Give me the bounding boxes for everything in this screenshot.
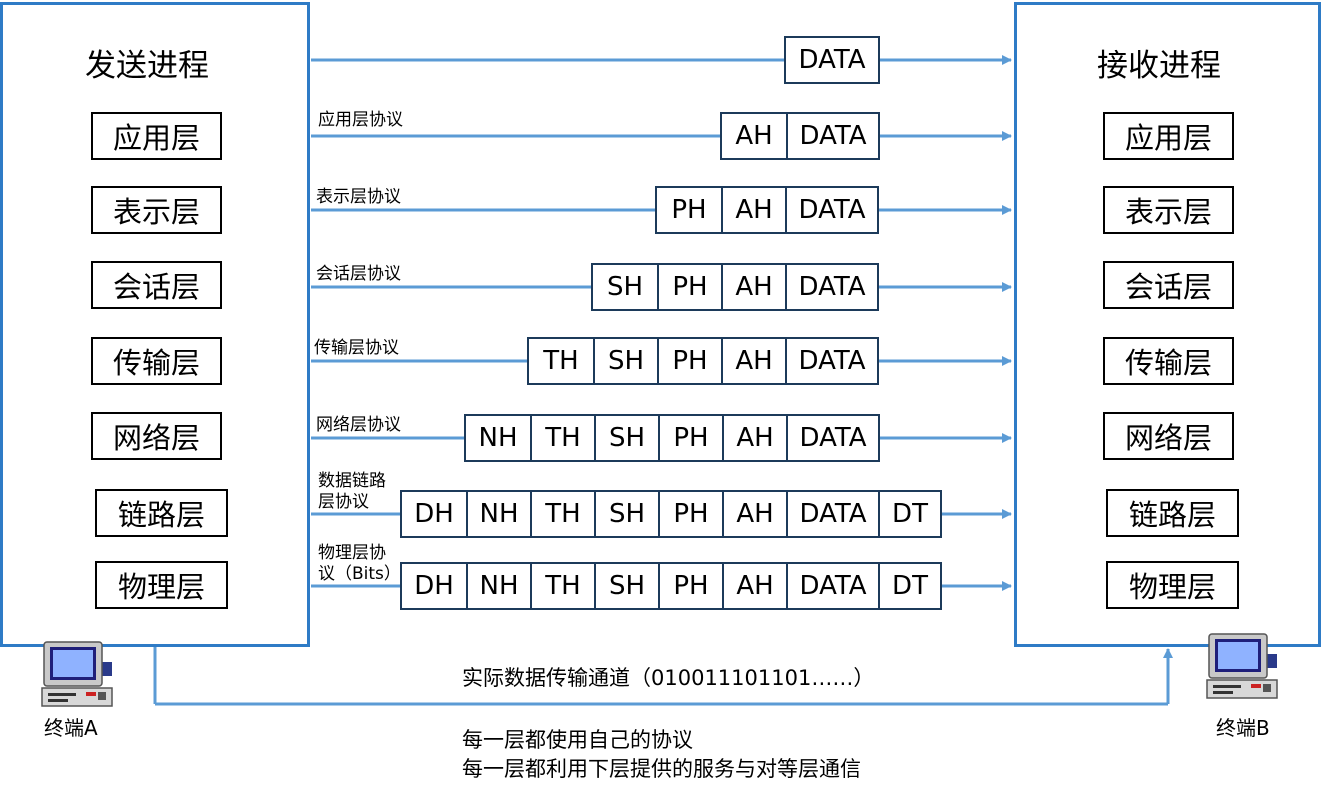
packet-cell-sh: SH	[594, 564, 658, 608]
packet-cell-ah: AH	[735, 121, 773, 151]
sender-layer-link: 链路层	[95, 489, 228, 537]
receiver-layer-physical: 物理层	[1106, 561, 1239, 609]
note-own-protocol: 每一层都使用自己的协议	[462, 728, 693, 752]
sender-layer-session: 会话层	[91, 261, 222, 309]
receiver-layer-application: 应用层	[1103, 112, 1234, 160]
terminal-b-label: 终端B	[1216, 716, 1270, 740]
packet-cell-data: DATA	[785, 188, 877, 232]
receiver-process-panel	[1014, 2, 1321, 647]
packet-cell-ah: AH	[721, 265, 785, 309]
packet-cell-th: TH	[530, 416, 594, 460]
packet-cell-ph: PH	[657, 265, 721, 309]
receiver-layer-link: 链路层	[1106, 489, 1239, 537]
channel-label: 实际数据传输通道（010011101101……）	[462, 666, 875, 690]
packet-cell-dh: DH	[414, 571, 454, 601]
packet-cell-sh: SH	[594, 492, 658, 536]
packet-cell-nh: NH	[478, 423, 518, 453]
packet-cell-ah: AH	[722, 492, 786, 536]
computer-icon	[41, 641, 113, 707]
packet-cell-data: DATA	[786, 416, 878, 460]
packet-cell-data: DATA	[785, 265, 877, 309]
packet-cell-data: DATA	[786, 564, 878, 608]
sender-layer-network: 网络层	[91, 412, 222, 460]
packet-cell-sh: SH	[606, 272, 644, 302]
packet-cell-nh: NH	[466, 492, 530, 536]
protocol-label-session: 会话层协议	[316, 264, 401, 284]
packet-cell-data: DATA	[786, 492, 878, 536]
packet-cell-ph: PH	[671, 195, 707, 225]
receiver-layer-presentation: 表示层	[1103, 186, 1234, 234]
packet-cell-ah: AH	[722, 564, 786, 608]
protocol-label-data-link: 数据链路 层协议	[318, 471, 386, 512]
packet-cell-ph: PH	[658, 564, 722, 608]
receiver-layer-transport: 传输层	[1103, 337, 1234, 385]
terminal-a-label: 终端A	[44, 716, 98, 740]
receiver-process-title: 接收进程	[1097, 48, 1221, 84]
sender-layer-application: 应用层	[91, 112, 222, 160]
protocol-label-network: 网络层协议	[316, 415, 401, 435]
packet-cell-data: DATA	[798, 45, 866, 75]
packet-cell-ph: PH	[658, 416, 722, 460]
packet-cell-ph: PH	[657, 339, 721, 383]
packet-cell-sh: SH	[593, 339, 657, 383]
sender-layer-presentation: 表示层	[91, 186, 222, 234]
note-peer-communication: 每一层都利用下层提供的服务与对等层通信	[462, 757, 861, 781]
packet-row-process: DATA	[784, 36, 880, 84]
packet-cell-ah: AH	[722, 416, 786, 460]
packet-cell-dh: DH	[414, 499, 454, 529]
packet-cell-ah: AH	[721, 339, 785, 383]
receiver-layer-network: 网络层	[1103, 412, 1234, 460]
packet-cell-data: DATA	[785, 339, 877, 383]
protocol-label-transport: 传输层协议	[314, 338, 399, 358]
packet-cell-sh: SH	[594, 416, 658, 460]
sender-layer-physical: 物理层	[95, 561, 228, 609]
sender-process-panel	[0, 2, 310, 647]
packet-cell-data: DATA	[786, 114, 878, 158]
sender-layer-transport: 传输层	[91, 337, 222, 385]
packet-cell-th: TH	[543, 346, 579, 376]
packet-row-application: AH DATA	[720, 112, 880, 160]
protocol-label-physical: 物理层协 议（Bits）	[318, 543, 401, 584]
packet-cell-ah: AH	[721, 188, 785, 232]
packet-cell-th: TH	[530, 564, 594, 608]
protocol-label-application: 应用层协议	[318, 110, 403, 130]
packet-cell-th: TH	[530, 492, 594, 536]
packet-cell-ph: PH	[658, 492, 722, 536]
packet-cell-nh: NH	[466, 564, 530, 608]
receiver-layer-session: 会话层	[1103, 261, 1234, 309]
sender-process-title: 发送进程	[85, 48, 209, 84]
computer-icon	[1206, 633, 1278, 699]
packet-cell-dt: DT	[878, 564, 940, 608]
packet-cell-dt: DT	[878, 492, 940, 536]
protocol-label-presentation: 表示层协议	[316, 187, 401, 207]
